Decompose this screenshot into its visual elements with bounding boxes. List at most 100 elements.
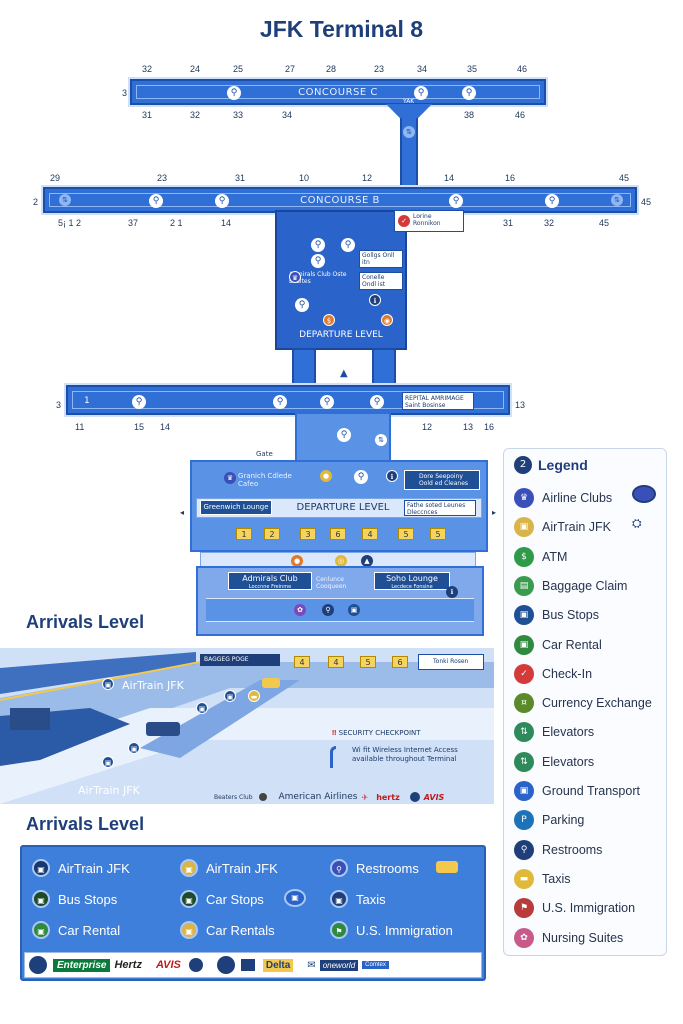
restroom-icon[interactable]: ⚲ [462, 86, 476, 100]
restroom-icon[interactable]: ⚲ [370, 395, 384, 409]
bus-icon[interactable]: ▣ [348, 604, 360, 616]
gate-label: 37 [128, 218, 139, 228]
restroom-icon[interactable]: ⚲ [322, 604, 334, 616]
bus-icon[interactable]: ▣ [196, 702, 208, 714]
concourse-a-bottom-gates: 11 15 14 12 13 16 [66, 422, 510, 434]
service-label: AirTrain JFK [206, 860, 278, 876]
arrivals-sign: BAGGEG POGE [200, 654, 280, 666]
concourse-a[interactable]: 1 ⚲ ⚲ ⚲ ⚲ [66, 385, 510, 415]
gate-label: 10 [299, 173, 310, 183]
concourse-c[interactable]: CONCOURSE C ⚲ ⚲ ⚲ [130, 79, 546, 105]
terminal-top-right-callout: Dore Seepoiny Oold ed Cleanes [404, 470, 480, 490]
food-icon[interactable]: ● [291, 555, 303, 567]
gate-marker[interactable]: 6 [392, 656, 408, 668]
car-icon[interactable]: ▣ [102, 756, 114, 768]
service-taxis[interactable]: ▣Taxis [330, 890, 386, 908]
info-icon[interactable]: ℹ [386, 470, 398, 482]
service-car-rental[interactable]: ▣Car Rental [32, 921, 120, 939]
legend-item: ▬Taxis [514, 868, 570, 890]
car-icon[interactable]: ▣ [224, 690, 236, 702]
gate-marker[interactable]: 6 [330, 528, 346, 540]
escalator-icon[interactable]: ◎ [335, 555, 347, 567]
gate-label: 15 [134, 422, 145, 432]
restroom-icon[interactable]: ⚲ [545, 194, 559, 208]
arrivals-heading-1: Arrivals Level [26, 612, 145, 632]
main-terminal[interactable]: ♛ Granich Cdlede Cafeo ● ⚲ ℹ Dore Seepoi… [190, 460, 488, 552]
restroom-icon[interactable]: ⚲ [341, 238, 355, 252]
lounge-icon [632, 485, 656, 503]
restroom-icon[interactable]: ⚲ [215, 194, 229, 208]
concourse-b-top-gates: 29 23 31 10 12 14 16 45 [44, 173, 644, 185]
service-car-stops[interactable]: ▣Car Stops [180, 890, 264, 908]
legend-item-label: Parking [542, 813, 585, 828]
restroom-icon[interactable]: ⚲ [273, 395, 287, 409]
delta-icon[interactable]: ▲ [361, 555, 373, 567]
bus-icon[interactable]: ▣ [128, 742, 140, 754]
gate-marker[interactable]: 2 [264, 528, 280, 540]
gate-label: 45 [599, 218, 610, 228]
restroom-icon[interactable]: ⚲ [227, 86, 241, 100]
gate-label: 46 [517, 64, 528, 74]
gate-marker[interactable]: 5 [398, 528, 414, 540]
service-bus-stops[interactable]: ▣Bus Stops [32, 890, 117, 908]
gate-marker[interactable]: 5 [430, 528, 446, 540]
elevator-icon[interactable]: ⇅ [375, 434, 387, 446]
elevator-icon[interactable]: ⇅ [611, 194, 623, 206]
service-immigration[interactable]: ⚑U.S. Immigration [330, 921, 453, 939]
restroom-icon[interactable]: ⚲ [311, 238, 325, 252]
parking-icon: P [514, 810, 534, 831]
train-icon[interactable]: ▣ [102, 678, 114, 690]
train-icon: ▣ [514, 517, 534, 538]
elevator-icon[interactable]: ⇅ [403, 126, 415, 138]
departure-hub[interactable]: ⚲ ⚲ ⚲ Admirals Club Oste Bosites ♛ Gollg… [275, 210, 407, 350]
gate-marker[interactable]: 1 [236, 528, 252, 540]
service-restrooms[interactable]: ⚲Restrooms [330, 859, 419, 877]
gate-marker[interactable]: 5 [360, 656, 376, 668]
greenwich-lounge-sign[interactable]: Greenwich Lounge [200, 500, 272, 515]
concourse-b[interactable]: CONCOURSE B ⇅ ⚲ ⚲ ⚲ ⚲ ⇅ [43, 187, 637, 213]
gate-marker[interactable]: 4 [362, 528, 378, 540]
connector-b-a-right [372, 348, 396, 388]
info-icon[interactable]: ℹ [369, 294, 381, 306]
restroom-icon[interactable]: ⚲ [414, 86, 428, 100]
restroom-icon[interactable]: ⚲ [337, 428, 351, 442]
admirals-club-sign[interactable]: Admirals Club Loccnne Freinme [228, 572, 312, 590]
restroom-icon[interactable]: ⚲ [295, 298, 309, 312]
restroom-icon[interactable]: ⚲ [311, 254, 325, 268]
legend-item-label: Airline Clubs [542, 491, 613, 505]
avis-label: AVIS [423, 792, 445, 802]
nursing-icon[interactable]: ✿ [294, 604, 306, 616]
bus-icon: ▣ [514, 605, 534, 626]
service-car-rentals[interactable]: ▣Car Rentals [180, 921, 275, 939]
restroom-icon[interactable]: ⚲ [354, 470, 368, 484]
restroom-icon[interactable]: ⚲ [320, 395, 334, 409]
legend-item-label: Check-In [542, 666, 593, 681]
gate-marker[interactable]: 4 [294, 656, 310, 668]
legend-item-label: Car Rental [542, 637, 602, 652]
gate-label: 16 [484, 422, 495, 432]
legend-item: ▣Bus Stops [514, 604, 599, 626]
lounge-level[interactable]: Admirals Club Loccnne Freinme Cenlunce C… [196, 566, 484, 636]
currency-icon[interactable]: $ [323, 314, 335, 326]
service-airtrain[interactable]: ▣AirTrain JFK [180, 859, 278, 877]
service-label: Bus Stops [58, 891, 118, 907]
restroom-icon[interactable]: ⚲ [449, 194, 463, 208]
elevator-icon[interactable]: ⇅ [59, 194, 71, 206]
gate-marker[interactable]: 3 [300, 528, 316, 540]
service-label: Car Rental [58, 922, 121, 938]
info-icon[interactable]: ℹ [446, 586, 458, 598]
legend-item-label: Elevators [542, 754, 595, 769]
food-icon[interactable]: ● [320, 470, 332, 482]
soho-lounge-sign[interactable]: Soho Lounge Lecdece Fonsine [374, 572, 450, 590]
taxi-icon[interactable]: ▬ [248, 690, 260, 702]
restroom-icon[interactable]: ⚲ [149, 194, 163, 208]
service-label: Restrooms [356, 860, 419, 876]
restroom-icon[interactable]: ⚲ [132, 395, 146, 409]
oneworld-logo: oneworld [319, 959, 359, 971]
service-airtrain[interactable]: ▣AirTrain JFK [32, 859, 130, 877]
food-icon[interactable]: ◉ [381, 314, 393, 326]
train-icon [240, 959, 255, 971]
gate-marker[interactable]: 4 [328, 656, 344, 668]
admirals-club-label: Admirals Club Oste Bosites [289, 271, 347, 285]
arrivals-right-sign: Tonki Rosen [418, 654, 484, 670]
